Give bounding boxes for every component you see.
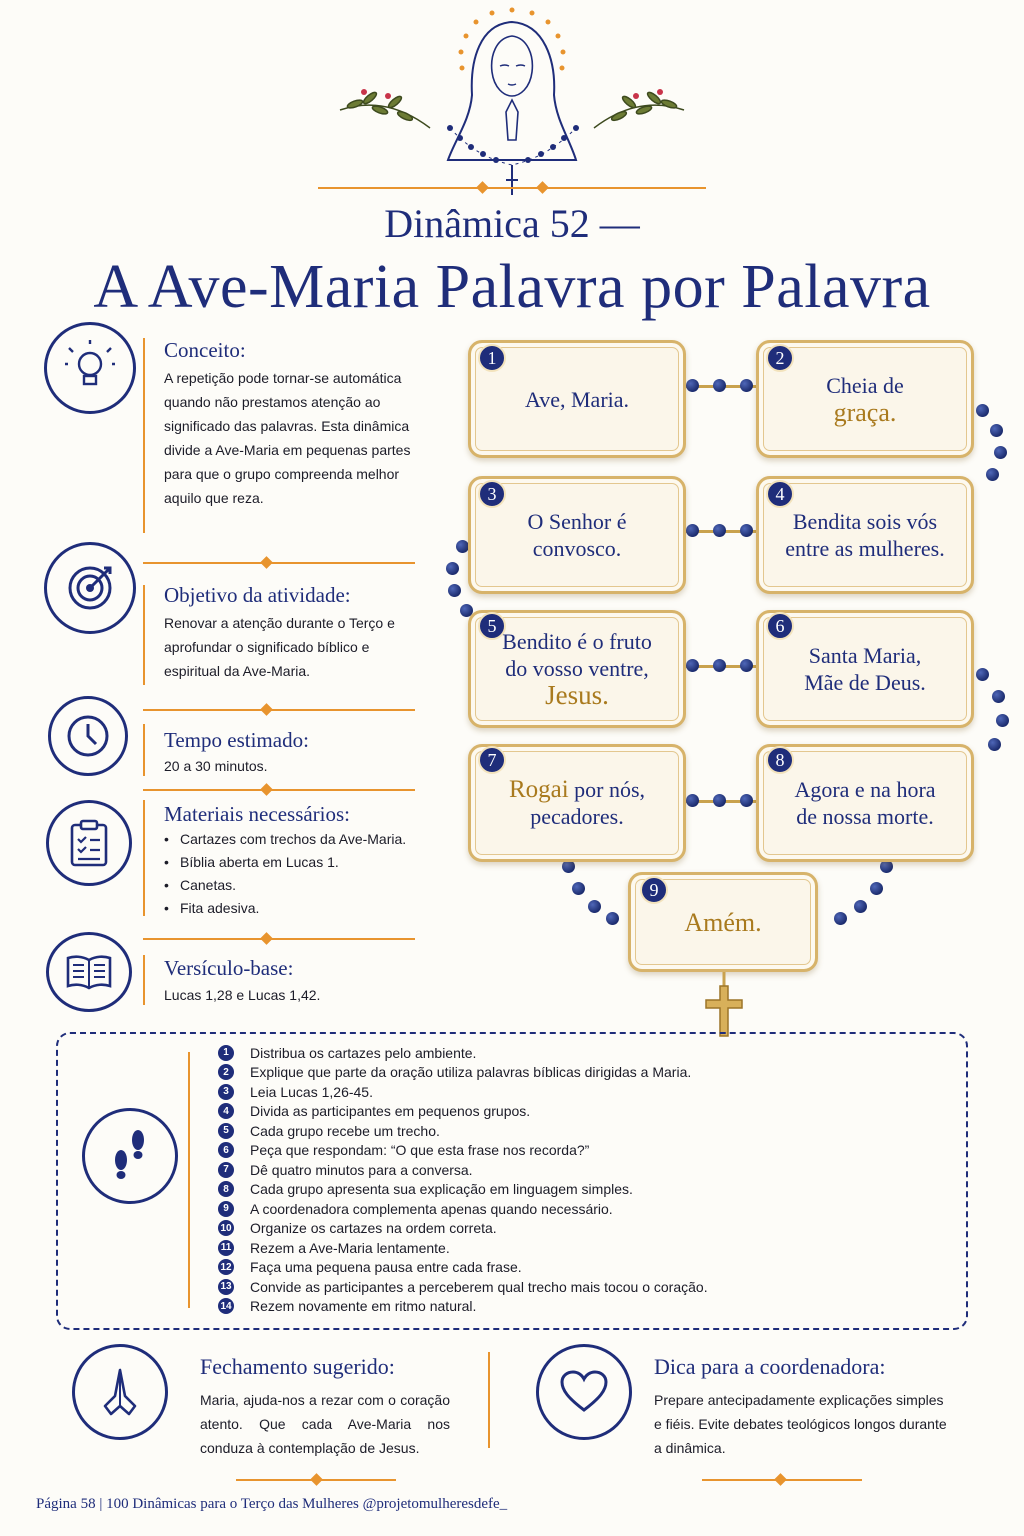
card-highlight: Rogai <box>508 776 569 803</box>
divider-1 <box>143 562 415 564</box>
page-title-line1: Dinâmica 52 — <box>384 201 640 246</box>
materiais-item: Fita adesiva. <box>164 897 406 920</box>
card-text: por nós, pecadores. <box>530 777 646 829</box>
footsteps-icon <box>82 1108 178 1204</box>
materiais-list: Cartazes com trechos da Ave-Maria. Bíbli… <box>164 828 406 920</box>
card-number-3: 3 <box>478 480 506 508</box>
header-divider <box>318 187 706 189</box>
page-title-line2: A Ave-Maria Palavra por Palavra <box>93 253 931 321</box>
divider-2 <box>143 709 415 711</box>
card-text: Cheia de <box>826 372 904 398</box>
bible-icon <box>46 932 132 1012</box>
versiculo-text: Lucas 1,28 e Lucas 1,42. <box>164 987 321 1003</box>
card-text: Bendito é o fruto do vosso ventre, <box>502 629 652 681</box>
divider-3 <box>143 789 415 791</box>
mary-illustration <box>339 7 685 195</box>
divider-3-diamond <box>260 783 273 796</box>
left-timeline-3 <box>143 724 145 776</box>
card-number-8: 8 <box>766 746 794 774</box>
card-text: Agora e na hora de nossa morte. <box>794 777 936 829</box>
praying-hands-icon <box>72 1344 168 1440</box>
steps-panel <box>56 1032 968 1330</box>
divider-2-diamond <box>260 703 273 716</box>
card-number-4: 4 <box>766 480 794 508</box>
materiais-title: Materiais necessários: <box>164 802 351 826</box>
fechamento-title: Fechamento sugerido: <box>200 1354 395 1379</box>
conceito-title: Conceito: <box>164 338 246 362</box>
crucifix-icon <box>705 972 743 1037</box>
heart-icon <box>536 1344 632 1440</box>
tempo-text: 20 a 30 minutos. <box>164 758 268 774</box>
dica-title: Dica para a coordenadora: <box>654 1354 886 1379</box>
prayer-card-1: Ave, Maria. <box>468 340 686 458</box>
objetivo-text: Renovar a atenção durante o Terço e apro… <box>164 615 395 679</box>
card-number-2: 2 <box>766 344 794 372</box>
divider-4-diamond <box>260 932 273 945</box>
dica-divider-diamond <box>774 1473 787 1486</box>
card-text: O Senhor é convosco. <box>527 509 627 561</box>
left-timeline-5 <box>143 955 145 1005</box>
fechamento-text: Maria, ajuda-nos a rezar com o coração a… <box>200 1392 450 1456</box>
steps-timeline <box>188 1052 190 1308</box>
materiais-item: Canetas. <box>164 874 406 897</box>
card-text: Santa Maria, Mãe de Deus. <box>804 643 926 695</box>
fechamento-divider-diamond <box>310 1473 323 1486</box>
dica-text: Prepare antecipadamente explicações simp… <box>654 1392 947 1456</box>
left-timeline-4 <box>143 800 145 916</box>
target-icon <box>44 542 136 634</box>
clock-icon <box>48 696 128 776</box>
left-timeline-1 <box>143 338 145 533</box>
card-number-5: 5 <box>478 612 506 640</box>
bottom-separator <box>488 1352 490 1448</box>
conceito-text: A repetição pode tornar-se automática qu… <box>164 370 411 506</box>
prayer-card-5: Bendito é o fruto do vosso ventre,Jesus. <box>468 610 686 728</box>
left-timeline-2 <box>143 585 145 685</box>
versiculo-title: Versículo-base: <box>164 956 294 980</box>
card-number-7: 7 <box>478 746 506 774</box>
lightbulb-icon <box>44 322 136 414</box>
objetivo-title: Objetivo da atividade: <box>164 583 351 607</box>
tempo-title: Tempo estimado: <box>164 728 309 752</box>
materiais-item: Cartazes com trechos da Ave-Maria. <box>164 828 406 851</box>
page-footer: Página 58 | 100 Dinâmicas para o Terço d… <box>36 1496 508 1512</box>
card-text: Ave, Maria. <box>524 386 630 412</box>
card-highlight: Amém. <box>684 907 762 937</box>
clipboard-icon <box>46 800 132 886</box>
card-highlight: graça. <box>833 397 897 427</box>
materiais-item: Bíblia aberta em Lucas 1. <box>164 851 406 874</box>
card-number-1: 1 <box>478 344 506 372</box>
divider-1-diamond <box>260 556 273 569</box>
divider-4 <box>143 938 415 940</box>
card-text: Bendita sois vós entre as mulheres. <box>785 509 945 561</box>
card-highlight: Jesus. <box>545 680 609 710</box>
card-number-6: 6 <box>766 612 794 640</box>
card-number-9: 9 <box>640 876 668 904</box>
